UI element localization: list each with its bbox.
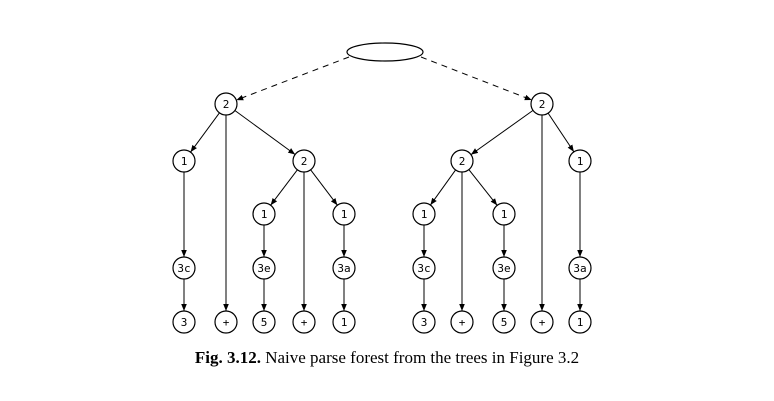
left-tree-child-edge [270,169,298,206]
node-circle [412,202,436,226]
node-label: 3 [181,316,188,329]
node-label: + [301,316,308,329]
node-circle [568,149,592,173]
node-label: 3a [337,262,350,275]
right-tree-chain-node: 3 [412,310,436,334]
node-label: 5 [261,316,268,329]
node-label: 5 [501,316,508,329]
right-tree-chain-node: 1 [568,310,592,334]
right-tree-child-node: 1 [412,202,436,226]
node-label: 2 [459,155,466,168]
node-label: + [459,316,466,329]
right-tree-chain-node: 5 [492,310,516,334]
left-tree-plus-node: + [292,310,316,334]
left-tree-chain-node: 1 [332,310,356,334]
node-circle [214,310,238,334]
node-circle [492,256,516,280]
right-tree-child-node: 1 [492,202,516,226]
node-label: 3e [257,262,270,275]
node-circle [568,256,592,280]
right-tree-plus-node: + [450,310,474,334]
node-label: 2 [223,98,230,111]
node-label: 1 [577,316,584,329]
right-tree-chain-node: 3a [568,256,592,280]
left-tree-child-edge [310,169,338,206]
node-label: 1 [577,155,584,168]
node-circle [568,310,592,334]
node-label: + [539,316,546,329]
left-tree-chain-node: 3a [332,256,356,280]
right-tree-child-edge [470,109,534,156]
node-label: 1 [341,316,348,329]
node-circle [292,149,316,173]
right-tree-child-node: 1 [568,149,592,173]
node-label: 3e [497,262,510,275]
node-circle [292,310,316,334]
caption-label: Fig. 3.12. [194,348,261,367]
node-label: 1 [501,208,508,221]
node-label: + [223,316,230,329]
figure-caption: Fig. 3.12. Naive parse forest from the t… [0,348,774,368]
node-circle [252,310,276,334]
left-tree-top-node: 2 [214,92,238,116]
node-label: 1 [181,155,188,168]
node-label: 3c [417,262,430,275]
left-tree-child-node: 1 [332,202,356,226]
node-label: 2 [539,98,546,111]
node-label: 3 [421,316,428,329]
left-tree-child-node: 2 [292,149,316,173]
node-label: 1 [421,208,428,221]
node-circle [412,310,436,334]
node-circle [492,202,516,226]
left-tree-plus-node: + [214,310,238,334]
right-tree-child-edge [547,112,575,153]
right-tree-plus-node: + [530,310,554,334]
node-circle [450,149,474,173]
node-circle [450,310,474,334]
node-circle [172,256,196,280]
left-tree-chain-node: 3e [252,256,276,280]
caption-text: Naive parse forest from the trees in Fig… [265,348,580,367]
right-tree-child-edge [468,169,498,206]
node-circle [530,92,554,116]
right-tree-top-node: 2 [530,92,554,116]
node-label: 2 [301,155,308,168]
node-circle [332,202,356,226]
left-tree-chain-node: 5 [252,310,276,334]
left-tree-child-node: 1 [172,149,196,173]
left-tree-chain-node: 3c [172,256,196,280]
root-node [346,42,424,62]
left-tree-child-node: 1 [252,202,276,226]
right-tree-child-node: 2 [450,149,474,173]
node-circle [530,310,554,334]
node-circle [492,310,516,334]
right-tree-root-edge [420,56,532,101]
node-circle [252,256,276,280]
right-tree-child-edge [430,169,456,206]
node-circle [172,310,196,334]
node-circle [252,202,276,226]
node-label: 1 [261,208,268,221]
node-circle [214,92,238,116]
node-label: 3a [573,262,586,275]
right-tree-chain-node: 3c [412,256,436,280]
left-tree-root-edge [236,56,350,101]
node-label: 1 [341,208,348,221]
left-tree-child-edge [190,112,220,153]
left-tree-chain-node: 3 [172,310,196,334]
node-circle [332,310,356,334]
node-circle [412,256,436,280]
node-circle [172,149,196,173]
node-label: 3c [177,262,190,275]
right-tree-chain-node: 3e [492,256,516,280]
node-circle [332,256,356,280]
left-tree-child-edge [234,110,296,155]
